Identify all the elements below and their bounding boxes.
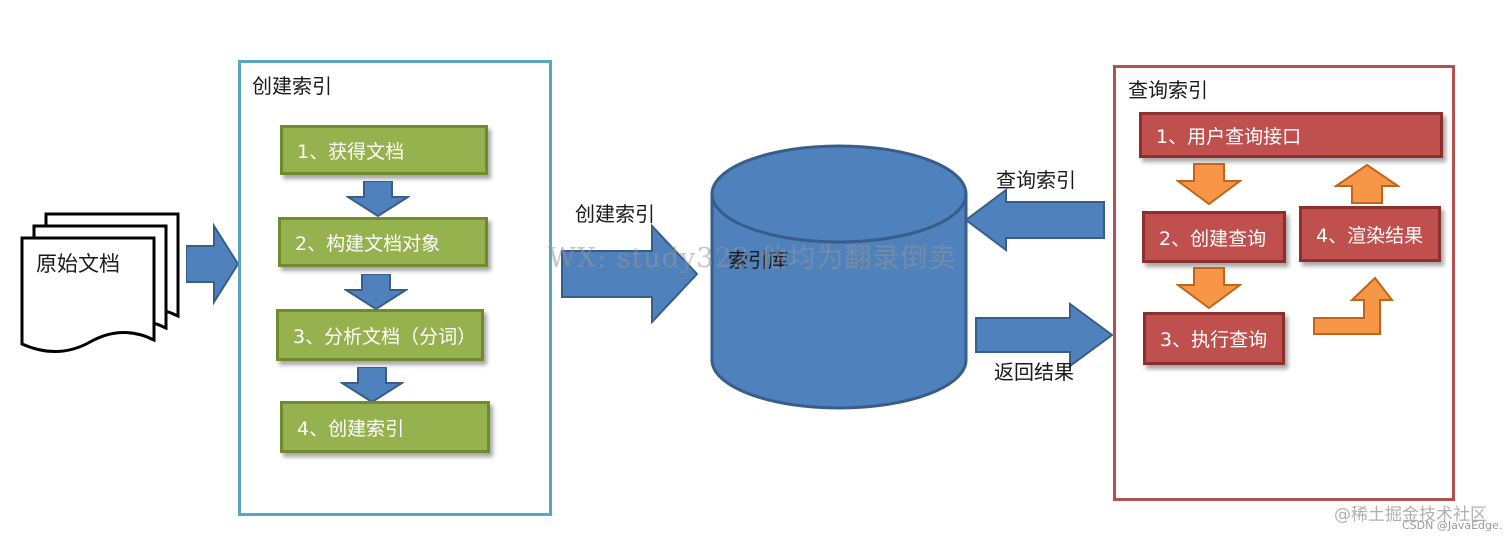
create-index-panel xyxy=(238,60,552,516)
down-arrow-icon xyxy=(346,181,410,217)
credit-juejin: @稀土掘金技术社区 xyxy=(1334,505,1487,525)
down-arrow-icon xyxy=(1176,267,1242,309)
index-database-label: 索引库 xyxy=(728,248,788,272)
credit-csdn: CSDN @JavaEdge. xyxy=(1402,519,1503,532)
query-index-panel-title: 查询索引 xyxy=(1128,78,1208,102)
query-index-arrow-label: 查询索引 xyxy=(996,168,1076,192)
down-arrow-icon xyxy=(1176,163,1242,205)
query-step-render-results: 4、渲染结果 xyxy=(1299,206,1441,262)
up-arrow-icon xyxy=(1334,164,1400,204)
watermark: WX: study322 他均为翻录倒卖 xyxy=(548,243,957,274)
create-step-build-document-object: 2、构建文档对象 xyxy=(278,217,488,267)
query-index-panel xyxy=(1113,65,1455,501)
source-documents-label: 原始文档 xyxy=(36,252,120,276)
create-step-create-index: 4、创建索引 xyxy=(280,401,490,453)
query-step-user-interface: 1、用户查询接口 xyxy=(1139,112,1443,158)
create-index-panel-title: 创建索引 xyxy=(252,74,332,98)
query-step-execute-query: 3、执行查询 xyxy=(1143,312,1285,365)
create-step-analyze-documents: 3、分析文档（分词） xyxy=(276,309,484,361)
source-documents-icon xyxy=(20,212,180,354)
query-step-create-query: 2、创建查询 xyxy=(1142,211,1286,263)
arrow-query-to-index-db xyxy=(964,188,1105,252)
down-arrow-icon xyxy=(340,367,404,403)
create-step-get-documents: 1、获得文档 xyxy=(280,125,488,175)
arrow-to-create-index xyxy=(186,222,240,306)
index-database-icon xyxy=(710,144,968,410)
arrow-index-db-to-results xyxy=(975,302,1114,368)
arrow-to-index-db xyxy=(561,224,699,324)
bent-up-arrow-icon xyxy=(1313,276,1394,335)
return-results-arrow-label: 返回结果 xyxy=(994,360,1074,384)
down-arrow-icon xyxy=(344,274,408,310)
create-index-arrow-label: 创建索引 xyxy=(575,202,655,226)
